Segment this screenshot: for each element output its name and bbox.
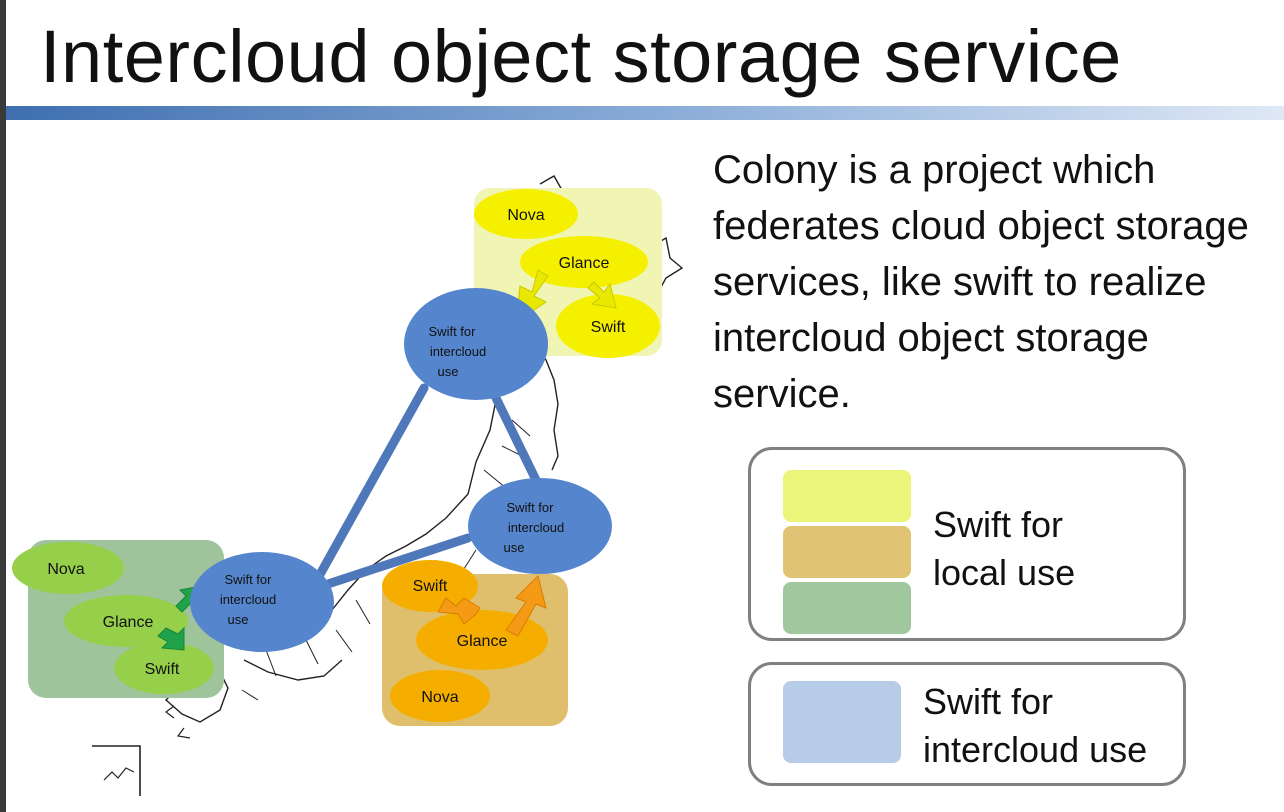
south-glance-label: Glance — [457, 633, 508, 650]
west-glance-label: Glance — [103, 614, 154, 631]
intercloud-west-label-3: use — [228, 612, 249, 627]
intercloud-west-node[interactable] — [190, 552, 334, 652]
slide: Intercloud object storage service Nova G — [6, 0, 1284, 812]
intercloud-west-label-1: Swift for — [225, 572, 273, 587]
federation-diagram: Nova Glance Swift Swift for intercloud u… — [12, 175, 684, 796]
link-north-center — [491, 393, 541, 485]
project-description: Colony is a project which federates clou… — [713, 148, 1249, 416]
south-arrow-to-intercloud — [505, 575, 547, 637]
south-arrow-to-swift — [437, 597, 481, 625]
legend-local-use: Swift for local use — [748, 447, 1186, 641]
intercloud-north-label-2: intercloud — [430, 344, 486, 359]
west-arrow-to-swift — [157, 626, 185, 651]
map-islands — [103, 705, 191, 781]
map-inset-frame — [92, 745, 141, 796]
intercloud-west-label-2: intercloud — [220, 592, 276, 607]
intercloud-north-node[interactable] — [404, 288, 548, 400]
legend-swatch-orange — [783, 526, 911, 578]
west-nova-label: Nova — [47, 561, 84, 578]
legend-intercloud-label-1: Swift for — [923, 681, 1054, 722]
link-center-west — [323, 533, 473, 589]
west-glance-node — [64, 595, 188, 647]
legend-swatch-yellow — [783, 470, 911, 522]
south-swift-label: Swift — [413, 578, 448, 595]
title-underline — [6, 106, 1284, 120]
legend-intercloud-label-2: intercloud use — [923, 729, 1148, 770]
map-coast-honshu-north — [531, 339, 559, 471]
north-swift-label: Swift — [591, 319, 626, 336]
north-nova-node — [474, 189, 578, 239]
map-coast-shikoku — [243, 659, 343, 681]
intercloud-links — [313, 383, 541, 589]
south-nova-label: Nova — [421, 689, 458, 706]
north-arrow-to-swift — [587, 281, 617, 309]
intercloud-north-label-3: use — [438, 364, 459, 379]
west-swift-label: Swift — [145, 661, 180, 678]
intercloud-center-node[interactable] — [468, 478, 612, 574]
west-nova-node — [12, 542, 124, 594]
legend-swatch-green — [783, 582, 911, 634]
south-nova-node — [390, 670, 490, 722]
north-nova-label: Nova — [507, 207, 544, 224]
slide-title: Intercloud object storage service — [40, 15, 1122, 98]
legend-local-label-2: local use — [933, 552, 1076, 593]
intercloud-north-label-1: Swift for — [429, 324, 477, 339]
link-north-west — [313, 383, 429, 583]
west-swift-node — [114, 642, 214, 694]
intercloud-center-label-2: intercloud — [508, 520, 564, 535]
north-swift-node — [556, 294, 660, 358]
legend-local-label-1: Swift for — [933, 504, 1064, 545]
intercloud-center-label-1: Swift for — [507, 500, 555, 515]
north-glance-node — [520, 236, 648, 288]
legend-swatch-blue — [783, 681, 901, 763]
legend-intercloud-use: Swift for intercloud use — [748, 662, 1186, 786]
south-swift-node — [382, 560, 478, 612]
intercloud-center-label-3: use — [504, 540, 525, 555]
north-glance-label: Glance — [559, 255, 610, 272]
